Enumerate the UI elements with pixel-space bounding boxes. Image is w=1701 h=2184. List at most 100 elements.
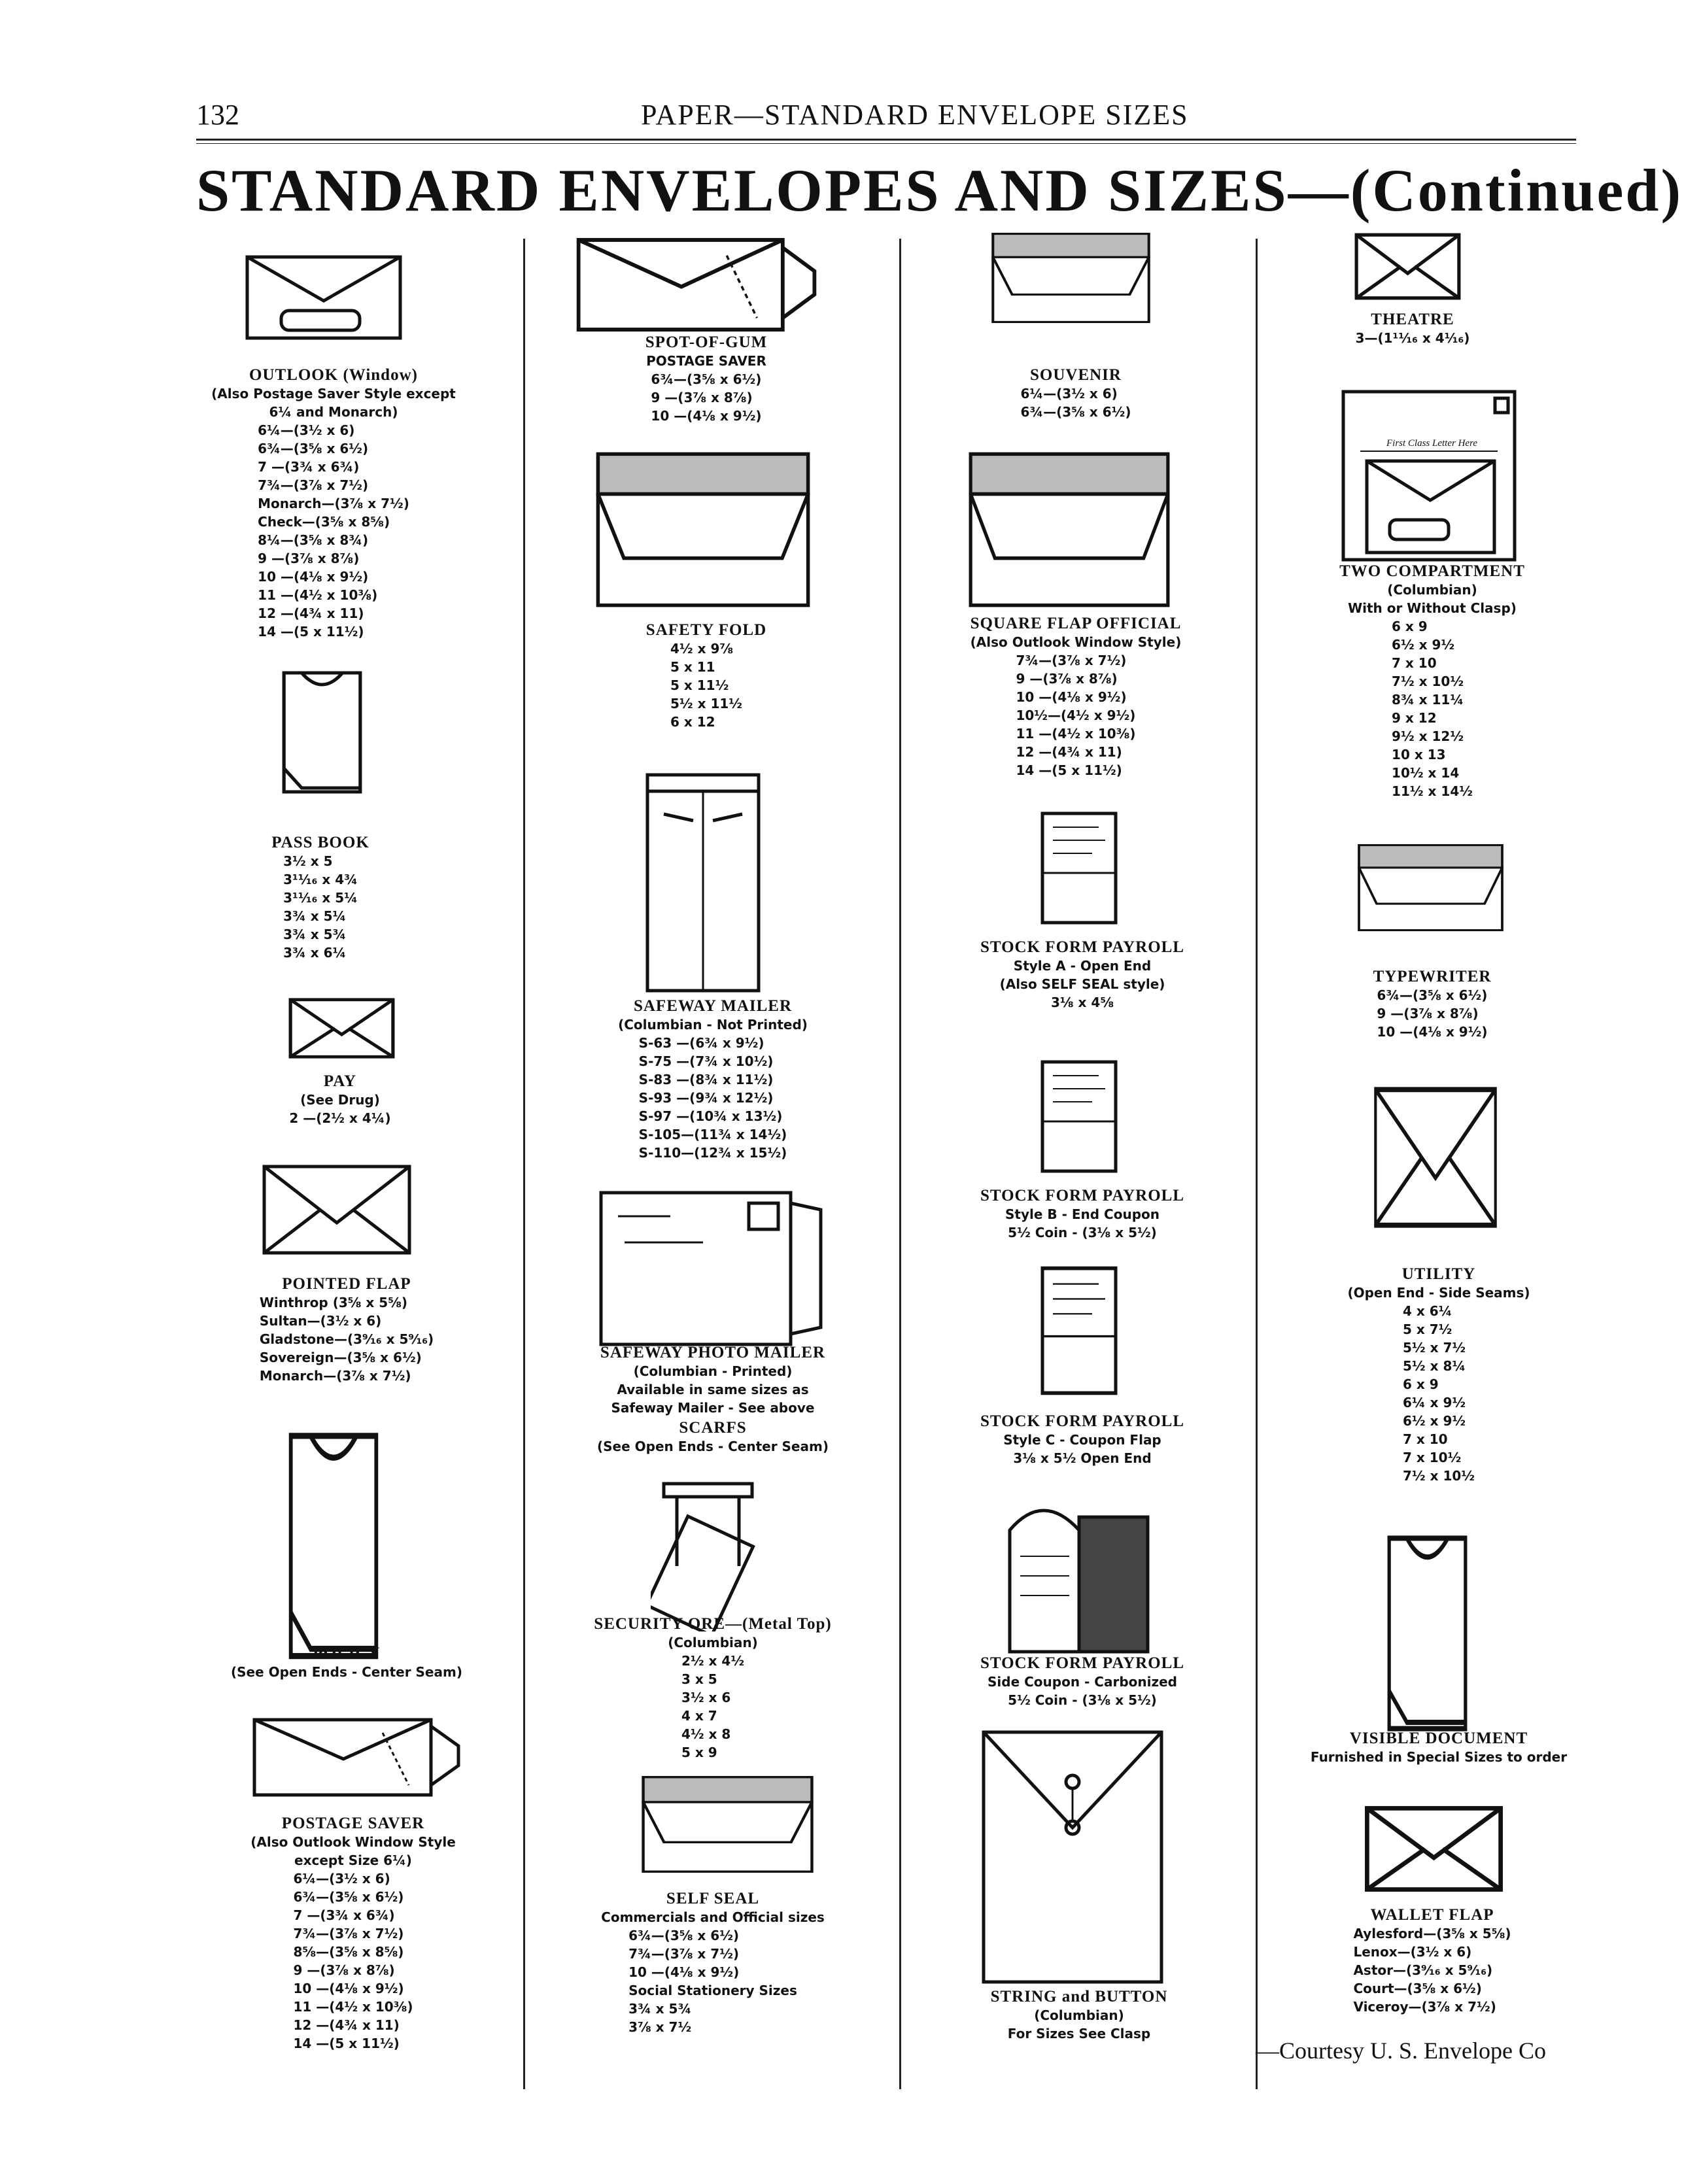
envelope-name: STRING and BUTTON bbox=[990, 1988, 1168, 2005]
size-item: 6½ x 9½ bbox=[1403, 1413, 1466, 1429]
envelope-note: (See Open Ends - Center Seam) bbox=[597, 1439, 829, 1454]
envelope-illustration bbox=[252, 1713, 461, 1798]
envelope-entry: TWO COMPARTMENT(Columbian)With or Withou… bbox=[1308, 562, 1556, 800]
size-item: 7 x 10½ bbox=[1403, 1450, 1462, 1465]
envelope-note: (See Drug) bbox=[300, 1092, 380, 1108]
size-item: 4½ x 8 bbox=[681, 1726, 731, 1742]
envelope-entry: SAFEWAY MAILER(Columbian - Not Printed)S… bbox=[576, 997, 850, 1162]
size-item: Sovereign—(3⅝ x 6½) bbox=[259, 1350, 422, 1365]
column-divider bbox=[1256, 239, 1258, 2089]
envelope-name: SQUARE FLAP OFFICIAL bbox=[970, 615, 1182, 632]
size-item: Monarch—(3⅞ x 7½) bbox=[259, 1368, 411, 1384]
envelope-name: THEATRE bbox=[1371, 311, 1454, 328]
size-list: 6¾—(3⅝ x 6½)9 —(3⅞ x 8⅞)10 —(4⅛ x 9½) bbox=[651, 370, 761, 425]
size-item: 6¾—(3⅝ x 6½) bbox=[1020, 404, 1131, 420]
envelope-illustration bbox=[288, 997, 396, 1059]
size-item: 5½ x 8¼ bbox=[1403, 1358, 1466, 1374]
column-divider bbox=[523, 239, 525, 2089]
size-item: 3½ x 6 bbox=[681, 1690, 731, 1705]
envelope-note: Available in same sizes as bbox=[617, 1382, 809, 1397]
size-item: 10 —(4⅛ x 9½) bbox=[1016, 689, 1127, 705]
envelope-entry: OUTLOOK (Window)(Also Postage Saver Styl… bbox=[177, 366, 490, 641]
size-item: 7 x 10 bbox=[1403, 1431, 1448, 1447]
envelope-note: (Also Outlook Window Style) bbox=[970, 634, 1182, 650]
envelope-illustration bbox=[1040, 811, 1118, 925]
size-item: 10 —(4⅛ x 9½) bbox=[651, 408, 762, 424]
size-item: Check—(3⅝ x 8⅝) bbox=[258, 514, 390, 530]
size-list: 6¼—(3½ x 6)6¾—(3⅝ x 6½)7 —(3¾ x 6¾)7¾—(3… bbox=[293, 1869, 413, 2053]
envelope-entry: SECURITY ORE—(Metal Top)(Columbian)2½ x … bbox=[576, 1615, 850, 1762]
envelope-note: For Sizes See Clasp bbox=[1007, 2026, 1151, 2041]
size-item: 10 —(4⅛ x 9½) bbox=[628, 1964, 740, 1980]
size-list: 5½ Coin - (3⅛ x 5½) bbox=[1008, 1691, 1157, 1709]
envelope-illustration bbox=[651, 1481, 765, 1631]
size-item: S-105—(11¾ x 14½) bbox=[638, 1127, 787, 1142]
size-item: 12 —(4¾ x 11) bbox=[258, 606, 364, 621]
size-list: 3—(1¹¹⁄₁₆ x 4¹⁄₁₆) bbox=[1356, 329, 1470, 347]
size-item: 3¹¹⁄₁₆ x 4¾ bbox=[283, 872, 358, 887]
envelope-entry: PAY(See Drug)2 —(2½ x 4¼) bbox=[235, 1072, 445, 1127]
envelope-entry: THEATRE 3—(1¹¹⁄₁₆ x 4¹⁄₁₆) bbox=[1308, 311, 1517, 347]
envelope-name: PASS BOOK bbox=[271, 834, 369, 851]
envelope-illustration bbox=[1386, 1524, 1468, 1733]
envelope-entry: SAFEWAY PHOTO MAILER(Columbian - Printed… bbox=[576, 1344, 850, 1417]
envelope-note: Style C - Coupon Flap bbox=[1003, 1432, 1161, 1448]
envelope-note: With or Without Clasp) bbox=[1348, 600, 1517, 616]
envelope-illustration bbox=[598, 1190, 824, 1347]
header-rule bbox=[196, 139, 1576, 144]
size-item: 3⅛ x 4⅝ bbox=[1050, 995, 1114, 1010]
size-item: 11 —(4½ x 10⅜) bbox=[293, 1999, 413, 2015]
size-item: 7½ x 10½ bbox=[1403, 1468, 1475, 1484]
size-item: 11 —(4½ x 10⅜) bbox=[258, 587, 378, 603]
page-number: 132 bbox=[196, 99, 239, 131]
size-item: 6¼—(3½ x 6) bbox=[258, 422, 355, 438]
envelope-name: POINTED FLAP bbox=[282, 1275, 411, 1293]
size-item: 14 —(5 x 11½) bbox=[1016, 762, 1122, 778]
size-item: 3—(1¹¹⁄₁₆ x 4¹⁄₁₆) bbox=[1355, 330, 1470, 346]
size-item: 3⅛ x 5½ Open End bbox=[1013, 1450, 1152, 1466]
size-item: 14 —(5 x 11½) bbox=[258, 624, 364, 640]
size-item: 10½ x 14 bbox=[1392, 765, 1460, 781]
envelope-note: (Columbian - Not Printed) bbox=[618, 1017, 808, 1032]
size-item: 6¾—(3⅝ x 6½) bbox=[1377, 987, 1488, 1003]
column-divider bbox=[899, 239, 901, 2089]
envelope-name: TWO COMPARTMENT bbox=[1339, 562, 1525, 580]
size-item: 5½ x 7½ bbox=[1403, 1340, 1466, 1356]
size-item: 8¾ x 11¼ bbox=[1392, 692, 1464, 708]
envelope-note: (Also Postage Saver Style except bbox=[211, 386, 456, 401]
envelope-note: (Also Outlook Window Style bbox=[250, 1834, 456, 1850]
size-item: 9½ x 12½ bbox=[1392, 728, 1464, 744]
envelope-illustration bbox=[1373, 1085, 1498, 1229]
envelope-name: STOCK FORM PAYROLL bbox=[980, 1187, 1185, 1204]
size-item: 6 x 9 bbox=[1392, 619, 1428, 634]
size-item: 5 x 9 bbox=[681, 1745, 717, 1760]
size-item: 6¼ x 9½ bbox=[1403, 1395, 1466, 1410]
envelope-name: SECURITY ORE—(Metal Top) bbox=[594, 1615, 832, 1633]
size-list: Winthrop (3⅝ x 5⅝)Sultan—(3½ x 6)Gladsto… bbox=[260, 1293, 434, 1385]
envelope-illustration bbox=[1040, 1265, 1118, 1396]
size-item: 8⅝—(3⅝ x 8⅝) bbox=[293, 1944, 404, 1960]
envelope-note: Commercials and Official sizes bbox=[601, 1909, 825, 1925]
envelope-note: POSTAGE SAVER bbox=[646, 353, 766, 369]
size-item: 8¼—(3⅝ x 8¾) bbox=[258, 532, 369, 548]
envelope-name: STOCK FORM PAYROLL bbox=[980, 1412, 1185, 1430]
size-item: 5 x 7½ bbox=[1403, 1322, 1452, 1337]
size-list: 7¾—(3⅞ x 7½)9 —(3⅞ x 8⅞)10 —(4⅛ x 9½)10½… bbox=[1016, 651, 1135, 779]
size-item: 3¹¹⁄₁₆ x 5¼ bbox=[283, 890, 358, 906]
envelope-note: Style A - Open End bbox=[1013, 958, 1152, 974]
envelope-note: Style B - End Coupon bbox=[1005, 1206, 1160, 1222]
size-item: Aylesford—(3⅝ x 5⅝) bbox=[1353, 1926, 1511, 1941]
size-item: 3⅞ x 7½ bbox=[628, 2019, 692, 2035]
envelope-note: 6¼ and Monarch) bbox=[269, 404, 398, 420]
size-item: 10½—(4½ x 9½) bbox=[1016, 708, 1136, 723]
page-title: STANDARD ENVELOPES AND SIZES—(Continued) bbox=[196, 157, 1683, 224]
envelope-name: UTILITY bbox=[1401, 1265, 1476, 1283]
envelope-name: VISIBLE DOCUMENT bbox=[1349, 1730, 1528, 1747]
envelope-illustration bbox=[595, 451, 811, 608]
size-item: 9 —(3⅞ x 8⅞) bbox=[651, 390, 753, 405]
